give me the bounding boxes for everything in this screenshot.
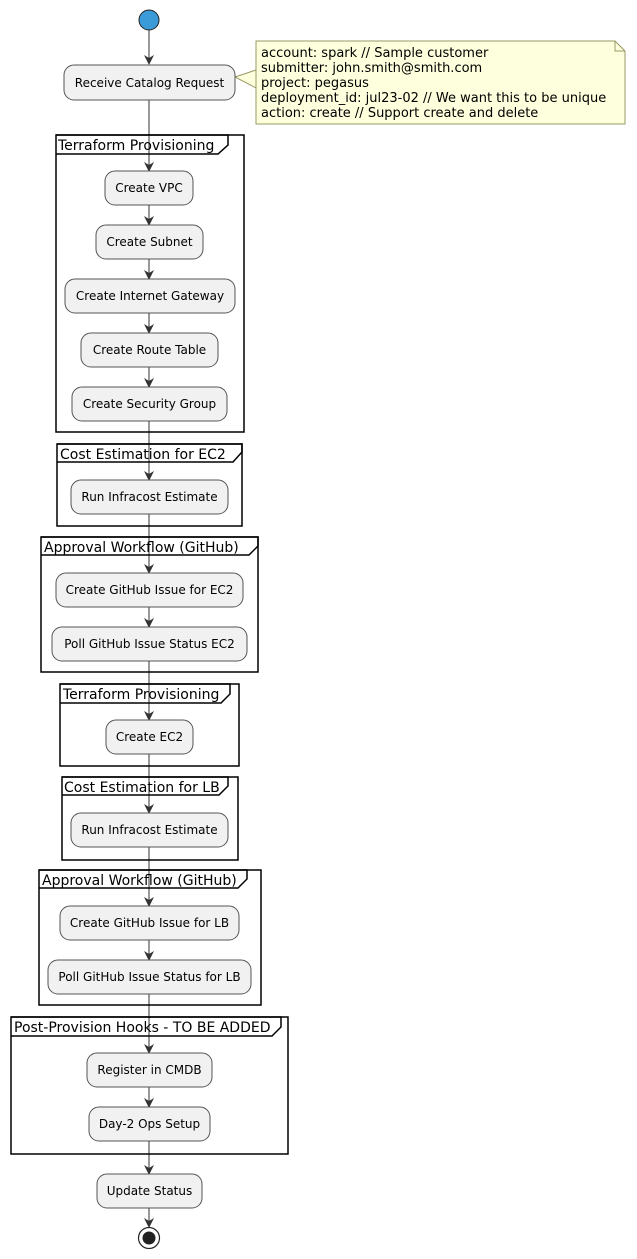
frame-title: Approval Workflow (GitHub) [42, 873, 237, 889]
activity-label: Create VPC [115, 181, 183, 195]
activity-label: Run Infracost Estimate [81, 490, 217, 504]
frame-approval-workflow-lb: Approval Workflow (GitHub) [38, 869, 262, 1006]
frame-title: Terraform Provisioning [62, 687, 219, 703]
note-line-project: project: pegasus [261, 76, 369, 91]
activity-create-internet-gateway: Create Internet Gateway [64, 278, 236, 314]
activity-label: Create Security Group [83, 397, 216, 411]
note-fold [614, 41, 625, 52]
frame-post-provision-hooks: Post-Provision Hooks - TO BE ADDED [10, 1016, 289, 1155]
activity-create-ec2: Create EC2 [105, 719, 194, 755]
frame-title: Terraform Provisioning [57, 138, 214, 154]
activity-create-subnet: Create Subnet [95, 224, 204, 260]
activity-label: Receive Catalog Request [75, 76, 225, 90]
note-line-account: account: spark // Sample customer [261, 46, 489, 61]
end-node [137, 1226, 161, 1250]
activity-register-in-cmdb: Register in CMDB [86, 1052, 213, 1088]
frame-cost-estimation-lb: Cost Estimation for LB [61, 776, 239, 861]
activity-day2-ops-setup: Day-2 Ops Setup [88, 1106, 211, 1142]
note-pointer [233, 69, 257, 89]
activity-receive-catalog-request: Receive Catalog Request [63, 64, 236, 101]
activity-label: Run Infracost Estimate [81, 823, 217, 837]
activity-label: Create Route Table [93, 343, 206, 357]
activity-label: Create Internet Gateway [76, 289, 224, 303]
activity-create-github-issue-ec2: Create GitHub Issue for EC2 [55, 572, 244, 608]
activity-poll-github-issue-status-ec2: Poll GitHub Issue Status EC2 [51, 626, 248, 662]
activity-label: Create Subnet [106, 235, 193, 249]
frame-title: Cost Estimation for EC2 [60, 447, 226, 463]
activity-label: Create GitHub Issue for LB [70, 916, 229, 930]
activity-label: Create EC2 [116, 730, 183, 744]
request-note: account: spark // Sample customer submit… [233, 40, 626, 125]
activity-run-infracost-estimate-lb: Run Infracost Estimate [70, 812, 229, 848]
start-node [138, 9, 160, 31]
activity-label: Register in CMDB [97, 1063, 201, 1077]
note-body [255, 40, 626, 125]
activity-poll-github-issue-status-lb: Poll GitHub Issue Status for LB [47, 959, 252, 995]
activity-label: Update Status [107, 1184, 193, 1198]
frame-title: Approval Workflow (GitHub) [44, 540, 239, 556]
activity-label: Create GitHub Issue for EC2 [66, 583, 234, 597]
frame-terraform-provisioning-2: Terraform Provisioning [59, 683, 240, 767]
note-line-deployment: deployment_id: jul23-02 // We want this … [261, 91, 606, 106]
activity-label: Day-2 Ops Setup [99, 1117, 200, 1131]
frame-terraform-provisioning-1: Terraform Provisioning [55, 134, 245, 433]
frame-cost-estimation-ec2: Cost Estimation for EC2 [56, 443, 243, 527]
activity-create-route-table: Create Route Table [80, 332, 219, 368]
activity-create-vpc: Create VPC [104, 170, 194, 206]
note-line-submitter: submitter: john.smith@smith.com [261, 61, 482, 76]
activity-run-infracost-estimate-ec2: Run Infracost Estimate [70, 479, 229, 515]
frame-title: Post-Provision Hooks - TO BE ADDED [14, 1020, 271, 1036]
frame-approval-workflow-ec2: Approval Workflow (GitHub) [40, 536, 259, 673]
activity-create-github-issue-lb: Create GitHub Issue for LB [59, 905, 240, 941]
activity-create-security-group: Create Security Group [71, 386, 228, 422]
activity-label: Poll GitHub Issue Status EC2 [64, 637, 235, 651]
activity-label: Poll GitHub Issue Status for LB [58, 970, 240, 984]
note-line-action: action: create // Support create and del… [261, 106, 538, 121]
activity-update-status: Update Status [96, 1173, 203, 1209]
frame-title: Cost Estimation for LB [64, 780, 220, 796]
